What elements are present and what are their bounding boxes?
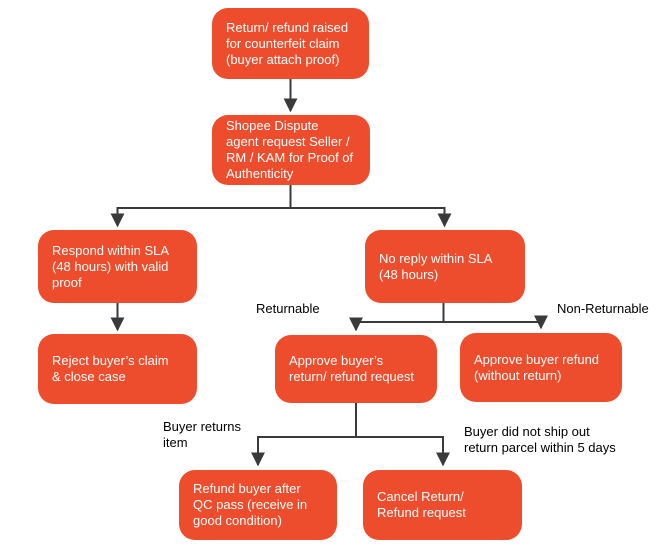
node-refund-after-qc-pass: Refund buyer after QC pass (receive in g… [179,470,337,540]
connector-branch-returnable [349,317,445,332]
edge-label-non-returnable: Non-Returnable [557,301,649,316]
connector-branch-non-returnable [442,315,548,330]
node-dispute-agent-request-proof: Shopee Dispute agent request Seller / RM… [212,115,370,185]
node-respond-within-sla: Respond within SLA (48 hours) with valid… [38,230,197,303]
node-approve-return-refund-request: Approve buyer’s return/ refund request [275,335,437,403]
node-no-reply-within-sla: No reply within SLA (48 hours) [365,230,525,303]
edge-label-buyer-no-ship: Buyer did not ship out return parcel wit… [464,424,616,455]
edge-label-returnable: Returnable [256,301,320,316]
edge-label-buyer-returns-item: Buyer returns item [163,419,242,450]
node-return-refund-raised: Return/ refund raised for counterfeit cl… [212,8,369,79]
connector-branch-respond [110,207,292,228]
node-reject-claim-close-case: Reject buyer’s claim & close case [38,334,197,404]
node-cancel-return-refund-request: Cancel Return/ Refund request [363,470,522,540]
node-approve-refund-without-return: Approve buyer refund (without return) [460,333,622,402]
connector-branch-no-reply [289,207,452,228]
connector-branch-buyer-returns [251,436,357,467]
connector-branch-no-ship [355,436,450,467]
